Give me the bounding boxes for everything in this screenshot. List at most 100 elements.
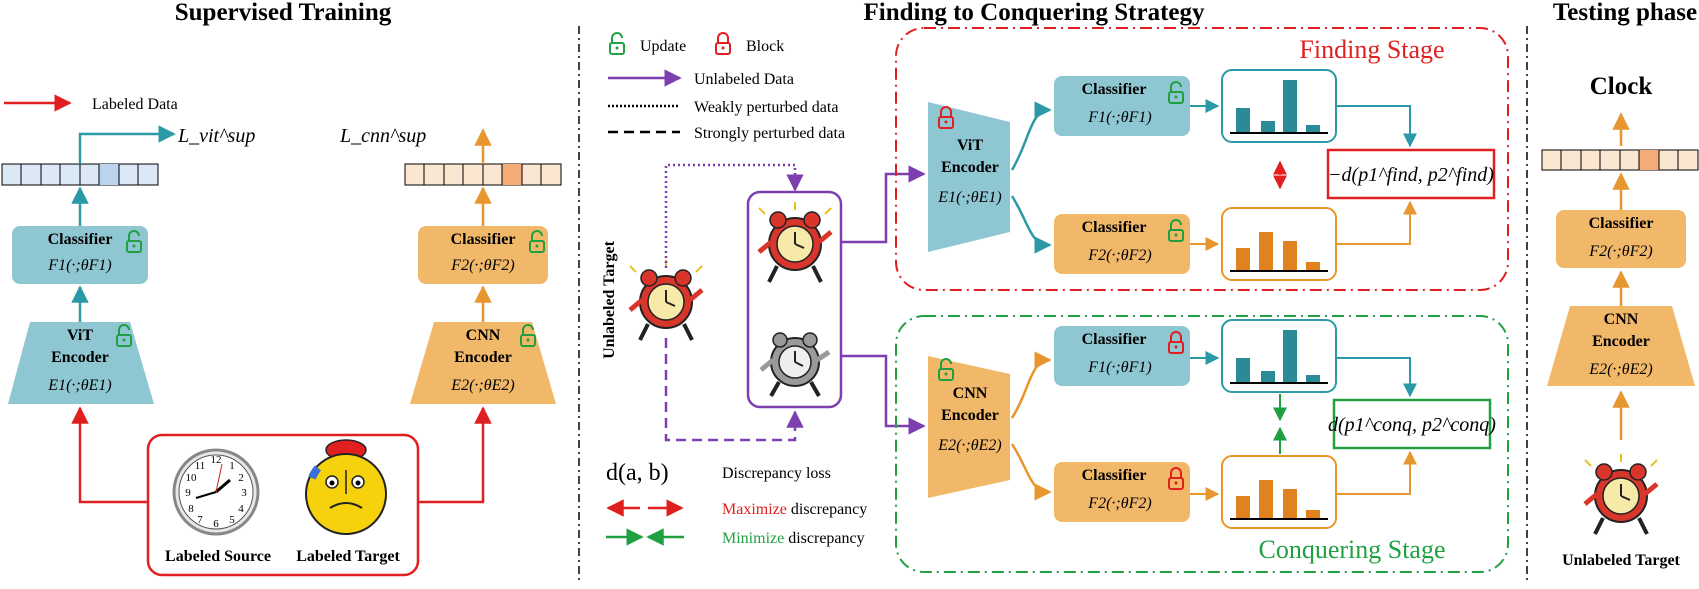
arrow-to-vit-encoder xyxy=(841,165,926,244)
loss-find: −d(p1^find, p2^find) xyxy=(1328,164,1494,186)
discrepancy-word: discrepancy xyxy=(784,530,864,547)
encoder-label: Encoder xyxy=(454,349,512,366)
title-testing: Testing phase xyxy=(1553,0,1697,26)
labeled-source-label: Labeled Source xyxy=(165,548,271,565)
encoder-label: Encoder xyxy=(51,349,109,366)
vit-label: ViT xyxy=(957,137,983,154)
loss-cnn: L_cnn^sup xyxy=(339,125,426,147)
vit-label: ViT xyxy=(67,327,93,344)
e2-formula: E2(·;θE2) xyxy=(1588,361,1652,378)
vit-encoder-supervised: ViT Encoder E1(·;θE1) xyxy=(8,322,154,404)
test-output-vector xyxy=(1541,149,1699,171)
encoder-label: Encoder xyxy=(941,407,999,424)
classifier-f1-conquering: Classifier F1(·;θF1) xyxy=(1054,326,1190,386)
title-strategy: Finding to Conquering Strategy xyxy=(863,0,1205,26)
legend-block: Block xyxy=(746,38,784,55)
f2-formula: F2(·;θF2) xyxy=(1087,495,1151,512)
classifier-label: Classifier xyxy=(1589,215,1654,232)
arrow-vit-loss xyxy=(78,125,176,164)
classifier-label: Classifier xyxy=(1082,219,1147,236)
clock-prediction-label: Clock xyxy=(1590,73,1653,100)
classifier-f2-finding: Classifier F2(·;θF2) xyxy=(1054,214,1190,274)
cartoon-clock-image xyxy=(305,439,387,535)
arrow-cnn-to-f2-conq xyxy=(1010,443,1052,501)
weak-clock-image xyxy=(759,202,831,282)
unlabeled-target-clock xyxy=(630,260,702,340)
cnn-output-vector xyxy=(404,163,562,186)
classifier-f2-test: Classifier F2(·;θF2) xyxy=(1556,210,1686,268)
testing-section: Clock Classifier F2(·;θF2) CNN Encoder E… xyxy=(1541,73,1699,569)
arrow-p2-loss-find xyxy=(1336,200,1417,245)
svg-text:8: 8 xyxy=(188,503,194,515)
classifier-f2-conquering: Classifier F2(·;θF2) xyxy=(1054,462,1190,522)
e1-formula: E1(·;θE1) xyxy=(47,377,111,394)
svg-text:6: 6 xyxy=(213,518,219,530)
f1-formula: F1(·;θF1) xyxy=(47,257,111,274)
discrepancy-word: discrepancy xyxy=(787,501,867,518)
loss-conq: d(p1^conq, p2^conq) xyxy=(1328,414,1496,436)
svg-text:1: 1 xyxy=(229,460,235,472)
histogram-p1-finding xyxy=(1221,69,1337,143)
conquering-stage-label: Conquering Stage xyxy=(1258,535,1445,564)
perturbed-data-box xyxy=(746,190,843,409)
finding-stage-label: Finding Stage xyxy=(1299,35,1444,64)
svg-text:9: 9 xyxy=(185,487,191,499)
legend-labeled-data: Labeled Data xyxy=(92,96,178,113)
strong-clock-image xyxy=(761,333,829,396)
e2-formula: E2(·;θE2) xyxy=(937,437,1001,454)
arrow-p1-loss-find xyxy=(1336,105,1417,148)
vit-output-vector xyxy=(1,163,159,186)
svg-text:5: 5 xyxy=(229,514,235,526)
arrow-p1-loss-conq xyxy=(1336,357,1417,398)
classifier-label: Classifier xyxy=(1082,81,1147,98)
minimize-legend-text: Minimize discrepancy xyxy=(722,530,865,547)
supervised-section: Labeled Data L_vit^sup L_cn xyxy=(1,94,562,577)
arrow-vit-to-f1-find xyxy=(1010,101,1052,171)
f1-formula: F1(·;θF1) xyxy=(1087,359,1151,376)
cnn-encoder-supervised: CNN Encoder E2(·;θE2) xyxy=(410,322,556,404)
maximize-legend-text: Maximize discrepancy xyxy=(722,501,867,518)
svg-text:12: 12 xyxy=(211,454,222,466)
loss-vit: L_vit^sup xyxy=(177,125,255,147)
histogram-p2-finding xyxy=(1221,207,1337,281)
arrow-cnn-to-f1-conq xyxy=(1010,351,1052,419)
vit-encoder-finding: ViT Encoder E1(·;θE1) xyxy=(928,102,1010,252)
legend-update: Update xyxy=(640,38,686,55)
cnn-encoder-conquering: CNN Encoder E2(·;θE2) xyxy=(928,356,1010,498)
classifier-label: Classifier xyxy=(1082,467,1147,484)
legend-lock-icon xyxy=(715,32,731,55)
cnn-encoder-test: CNN Encoder E2(·;θE2) xyxy=(1547,306,1695,386)
arrow-to-cnn-encoder xyxy=(841,354,926,435)
classifier-f2-supervised: Classifier F2(·;θF2) xyxy=(418,226,548,284)
encoder-label: Encoder xyxy=(1592,333,1650,350)
f1-formula: F1(·;θF1) xyxy=(1087,109,1151,126)
minimize-word: Minimize xyxy=(722,530,784,547)
arrow-to-cnn xyxy=(418,406,492,504)
encoder-label: Encoder xyxy=(941,159,999,176)
title-supervised: Supervised Training xyxy=(175,0,392,26)
f2-formula: F2(·;θF2) xyxy=(450,257,514,274)
e1-formula: E1(·;θE1) xyxy=(937,189,1001,206)
e2-formula: E2(·;θE2) xyxy=(450,377,514,394)
loss-find-box xyxy=(1326,148,1496,200)
svg-text:11: 11 xyxy=(195,460,206,472)
svg-text:4: 4 xyxy=(238,503,244,515)
unlabeled-target-vertical-label: Unlabeled Target xyxy=(601,240,618,358)
legend-unlabeled-data: Unlabeled Data xyxy=(694,71,794,88)
maximize-word: Maximize xyxy=(722,501,787,518)
histogram-p2-conquering xyxy=(1221,455,1337,529)
conquering-stage-region xyxy=(895,315,1509,573)
discrepancy-loss-label: Discrepancy loss xyxy=(722,465,831,482)
legend-strong: Strongly perturbed data xyxy=(694,125,845,142)
cnn-label: CNN xyxy=(466,327,501,344)
test-unlabeled-clock xyxy=(1585,454,1657,534)
strategy-section: Update Block Unlabeled Data Weakly pertu… xyxy=(601,27,1509,573)
svg-text:2: 2 xyxy=(238,472,244,484)
classifier-f1-finding: Classifier F1(·;θF1) xyxy=(1054,76,1190,136)
legend-unlock-icon xyxy=(609,32,625,55)
weak-path xyxy=(664,163,804,268)
f2-formula: F2(·;θF2) xyxy=(1087,247,1151,264)
labeled-data-box xyxy=(146,433,420,577)
test-unlabeled-target-label: Unlabeled Target xyxy=(1562,552,1680,569)
